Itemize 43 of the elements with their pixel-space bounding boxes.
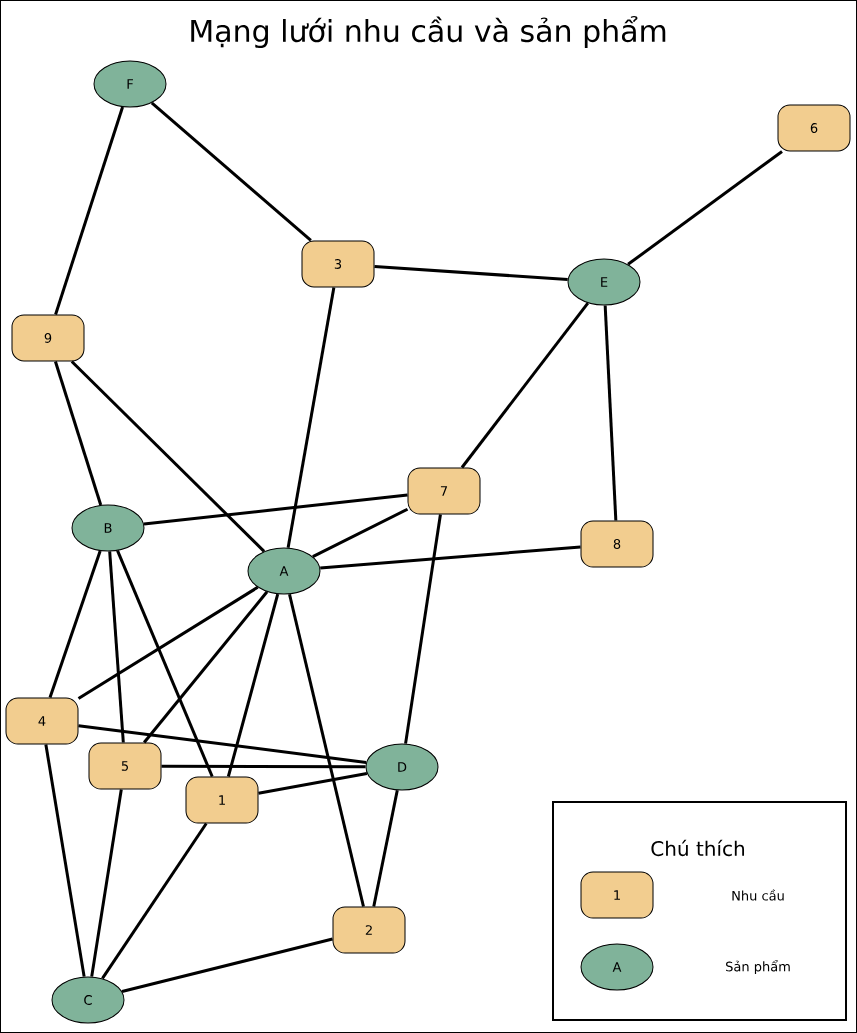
connector-line [312, 507, 409, 558]
connector-line [258, 771, 368, 795]
need-box: 2 [332, 906, 406, 954]
connector-line [53, 361, 103, 506]
need-box: 3 [301, 240, 375, 288]
legend-text: Sản phẩm [726, 960, 790, 974]
connector-line [374, 264, 568, 282]
need-box: 7 [407, 467, 481, 515]
connector-line [116, 550, 214, 778]
swatch-label: 1 [614, 890, 620, 900]
connector-line [226, 593, 280, 777]
connector-line [161, 764, 366, 769]
connector-line [143, 493, 408, 526]
connector-line [54, 106, 124, 315]
connector-line [44, 744, 86, 977]
connector-line [150, 101, 312, 242]
connector-line [108, 551, 125, 743]
title: Mạng lưới nhu cầu và sản phẩm [191, 15, 666, 49]
connector-line [603, 305, 618, 521]
need-box: 5 [88, 742, 162, 790]
connector-line [101, 822, 208, 980]
need-box: 1 [185, 776, 259, 824]
connector-line [78, 724, 367, 764]
need-box: 6 [777, 104, 851, 152]
connector-line [48, 550, 102, 698]
need-box: 4 [5, 697, 79, 745]
connector-line [460, 302, 590, 469]
connector-line [143, 590, 269, 744]
connector-line [627, 150, 783, 266]
connector-line [121, 937, 333, 993]
connector-line [372, 790, 399, 907]
legend-text: Nhu cầu [732, 889, 784, 901]
need-box: 8 [580, 520, 654, 568]
connector-line [404, 514, 442, 744]
connector-line [288, 593, 365, 907]
connector-line [77, 586, 259, 700]
need-box: 9 [11, 314, 85, 362]
connector-line [320, 545, 581, 570]
connector-line [70, 360, 266, 553]
connector-line [90, 789, 123, 977]
legend-title: Chú thích [651, 839, 744, 857]
swatch-label: A [612, 962, 622, 972]
connector-line [286, 287, 336, 548]
